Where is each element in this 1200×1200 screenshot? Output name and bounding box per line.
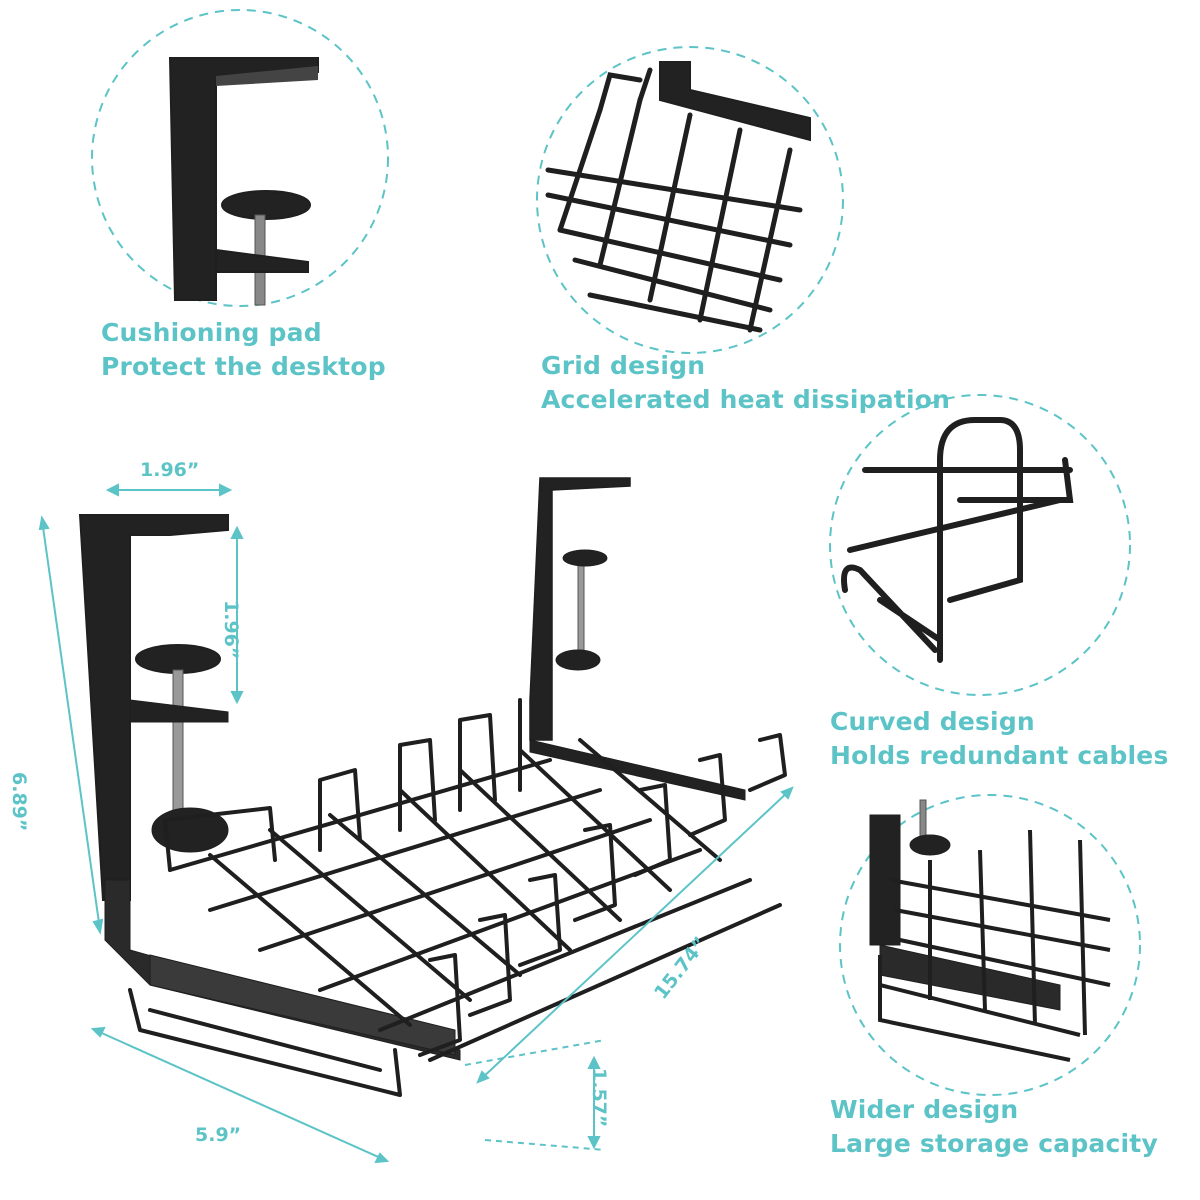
feature-wider: Wider design Large storage capacity xyxy=(830,1093,1158,1161)
wide-detail xyxy=(869,799,1111,1062)
detail-circle-curved xyxy=(829,394,1131,696)
feature-title: Cushioning pad xyxy=(101,318,322,347)
curved-detail xyxy=(841,417,1074,663)
detail-circle-grid xyxy=(536,46,844,354)
feature-grid: Grid design Accelerated heat dissipation xyxy=(541,349,950,417)
dimension-lines xyxy=(38,483,794,1164)
clamp-detail xyxy=(168,57,319,306)
dimension-clamp-height: 1.96” xyxy=(220,600,242,660)
detail-circle-wide xyxy=(839,794,1141,1096)
grid-detail xyxy=(545,61,811,333)
feature-desc: Protect the desktop xyxy=(101,352,386,381)
dimension-width: 5.9” xyxy=(195,1124,242,1146)
feature-cushioning: Cushioning pad Protect the desktop xyxy=(101,316,386,384)
feature-curved: Curved design Holds redundant cables xyxy=(830,705,1169,773)
dimension-total-height: 6.89” xyxy=(8,772,30,832)
feature-desc: Large storage capacity xyxy=(830,1129,1158,1158)
main-cable-tray xyxy=(78,477,787,1097)
feature-title: Curved design xyxy=(830,707,1035,736)
dimension-clamp-width: 1.96” xyxy=(140,459,200,481)
feature-title: Wider design xyxy=(830,1095,1019,1124)
dimension-depth: 1.57” xyxy=(588,1068,610,1128)
feature-desc: Holds redundant cables xyxy=(830,741,1169,770)
detail-circles xyxy=(91,9,1141,1096)
detail-circle-pad xyxy=(91,9,389,307)
feature-title: Grid design xyxy=(541,351,706,380)
feature-desc: Accelerated heat dissipation xyxy=(541,385,951,414)
